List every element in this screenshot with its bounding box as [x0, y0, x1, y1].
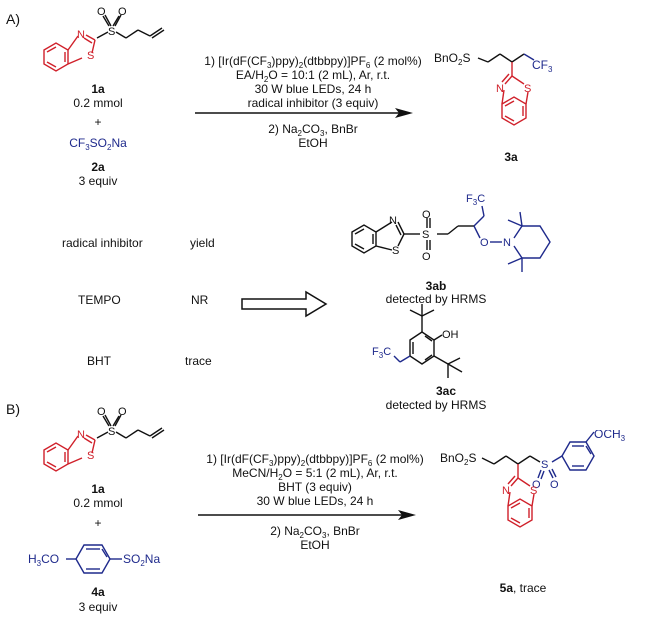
atom-s: S — [392, 245, 399, 257]
product-3a-structure: BnO2S CF3 N S — [434, 51, 553, 126]
so2na-group: SO2Na — [123, 552, 160, 568]
methoxy-group: H3CO — [28, 552, 59, 568]
formula-part: CF — [69, 136, 86, 150]
atom-o: O — [118, 6, 127, 18]
och3-group: OCH3 — [594, 430, 626, 443]
atom-s-sulfonyl: S — [108, 26, 115, 38]
atom-o: O — [532, 479, 541, 491]
product-5a-label: 5a, trace — [488, 581, 558, 595]
atom-n: N — [496, 83, 504, 95]
adduct-3ac-note: detected by HRMS — [385, 398, 487, 412]
adduct-3ab-id: 3ab — [425, 279, 447, 293]
table-cell-yield: trace — [185, 354, 212, 368]
product-3a-id: 3a — [504, 150, 518, 164]
reactant-1a-structure-a: N S S O O — [43, 6, 165, 72]
formula-part: Na — [111, 136, 127, 150]
atom-o: O — [480, 237, 489, 249]
atom-n: N — [389, 215, 397, 227]
reactant-1a-structure-b: N S S O O — [43, 406, 165, 472]
condition-line: EA/H2O = 10:1 (2 mL), Ar, r.t. — [235, 68, 391, 84]
table-cell-inhibitor: BHT — [87, 354, 111, 368]
atom-o: O — [422, 251, 431, 263]
condition-line: 2) Na2CO3, BnBr — [268, 122, 358, 138]
atom-o: O — [550, 479, 559, 491]
conditions-below-b: 2) Na2CO3, BnBr EtOH — [190, 524, 440, 552]
condition-line: 30 W blue LEDs, 24 h — [254, 82, 372, 96]
cf3-group: CF3 — [532, 58, 553, 74]
atom-n: N — [502, 485, 510, 497]
reactant-4a-structure: H3CO SO2Na — [28, 544, 160, 574]
atom-s-sulfonyl: S — [541, 459, 548, 471]
condition-line: BHT (3 equiv) — [278, 480, 352, 494]
plus-sign: + — [94, 516, 102, 530]
atom-s: S — [524, 83, 531, 95]
reactant-4a-amount: 3 equiv — [78, 600, 118, 614]
reactant-1a-id: 1a — [91, 82, 105, 96]
condition-line: EtOH — [298, 136, 328, 150]
formula-sub: 3 — [85, 143, 90, 152]
open-arrow — [241, 290, 328, 318]
atom-o: O — [97, 406, 106, 418]
condition-line: EtOH — [300, 538, 330, 552]
atom-s-sulfonyl: S — [108, 426, 115, 438]
reactant-2a-formula: CF3SO2Na — [58, 136, 138, 152]
condition-line: MeCN/H2O = 5:1 (2 mL), Ar, r.t. — [232, 466, 398, 482]
reactant-2a-amount: 3 equiv — [78, 174, 118, 188]
condition-line: 2) Na2CO3, BnBr — [270, 524, 360, 540]
reactant-1a-amount: 0.2 mmol — [73, 96, 123, 110]
adduct-3ab-note: detected by HRMS — [385, 292, 487, 306]
adduct-3ac-id: 3ac — [435, 384, 457, 398]
atom-s: S — [87, 50, 94, 62]
atom-s-sulfonyl: S — [422, 229, 429, 241]
formula-sub: 2 — [107, 143, 112, 152]
condition-line: radical inhibitor (3 equiv) — [247, 96, 379, 110]
reactant-1a-amount-b: 0.2 mmol — [73, 496, 123, 510]
table-cell-inhibitor: TEMPO — [78, 293, 121, 307]
reaction-arrow-a — [195, 108, 413, 118]
condition-line: 30 W blue LEDs, 24 h — [256, 494, 374, 508]
conditions-below-a: 2) Na2CO3, BnBr EtOH — [188, 122, 438, 150]
f3c-group: F3C — [372, 346, 391, 360]
adduct-3ac-structure: OH F3C — [372, 304, 463, 378]
panel-a-label: A) — [6, 11, 20, 27]
atom-o: O — [422, 209, 431, 221]
atom-o: O — [118, 406, 127, 418]
reactant-4a-id: 4a — [91, 585, 105, 599]
reactant-1a-id-b: 1a — [91, 482, 105, 496]
atom-n: N — [503, 237, 511, 249]
adduct-3ab-structure: N S S O O F3C O N — [351, 193, 551, 272]
panel-b-label: B) — [6, 401, 20, 417]
bno2s-group: BnO2S — [434, 51, 470, 67]
benzothiazole-ring — [43, 34, 96, 72]
product-5a-structure: BnO2S S O O OCH3 N S — [440, 430, 626, 528]
reaction-arrow-b — [198, 510, 416, 520]
oh-group: OH — [442, 329, 459, 341]
table-header-yield: yield — [190, 236, 215, 250]
product-5a-note: , trace — [513, 581, 547, 595]
f3c-group: F3C — [466, 193, 485, 207]
atom-n: N — [77, 429, 85, 441]
formula-part: SO — [89, 136, 107, 150]
reactant-2a-id: 2a — [91, 160, 105, 174]
atom-o: O — [97, 6, 106, 18]
product-5a-id: 5a — [499, 581, 513, 595]
atom-n: N — [77, 29, 85, 41]
conditions-above-a: 1) [Ir(dF(CF3)ppy)2(dtbbpy)]PF6 (2 mol%)… — [188, 54, 438, 110]
atom-s: S — [530, 485, 537, 497]
plus-sign: + — [94, 115, 102, 129]
conditions-above-b: 1) [Ir(dF(CF3)ppy)2(dtbbpy)]PF6 (2 mol%)… — [190, 452, 440, 508]
condition-line: 1) [Ir(dF(CF3)ppy)2(dtbbpy)]PF6 (2 mol%) — [206, 452, 424, 468]
condition-line: 1) [Ir(dF(CF3)ppy)2(dtbbpy)]PF6 (2 mol%) — [204, 54, 422, 70]
table-header-inhibitor: radical inhibitor — [62, 236, 143, 250]
table-cell-yield: NR — [191, 293, 209, 307]
atom-s: S — [87, 450, 94, 462]
bno2s-group: BnO2S — [440, 451, 476, 467]
